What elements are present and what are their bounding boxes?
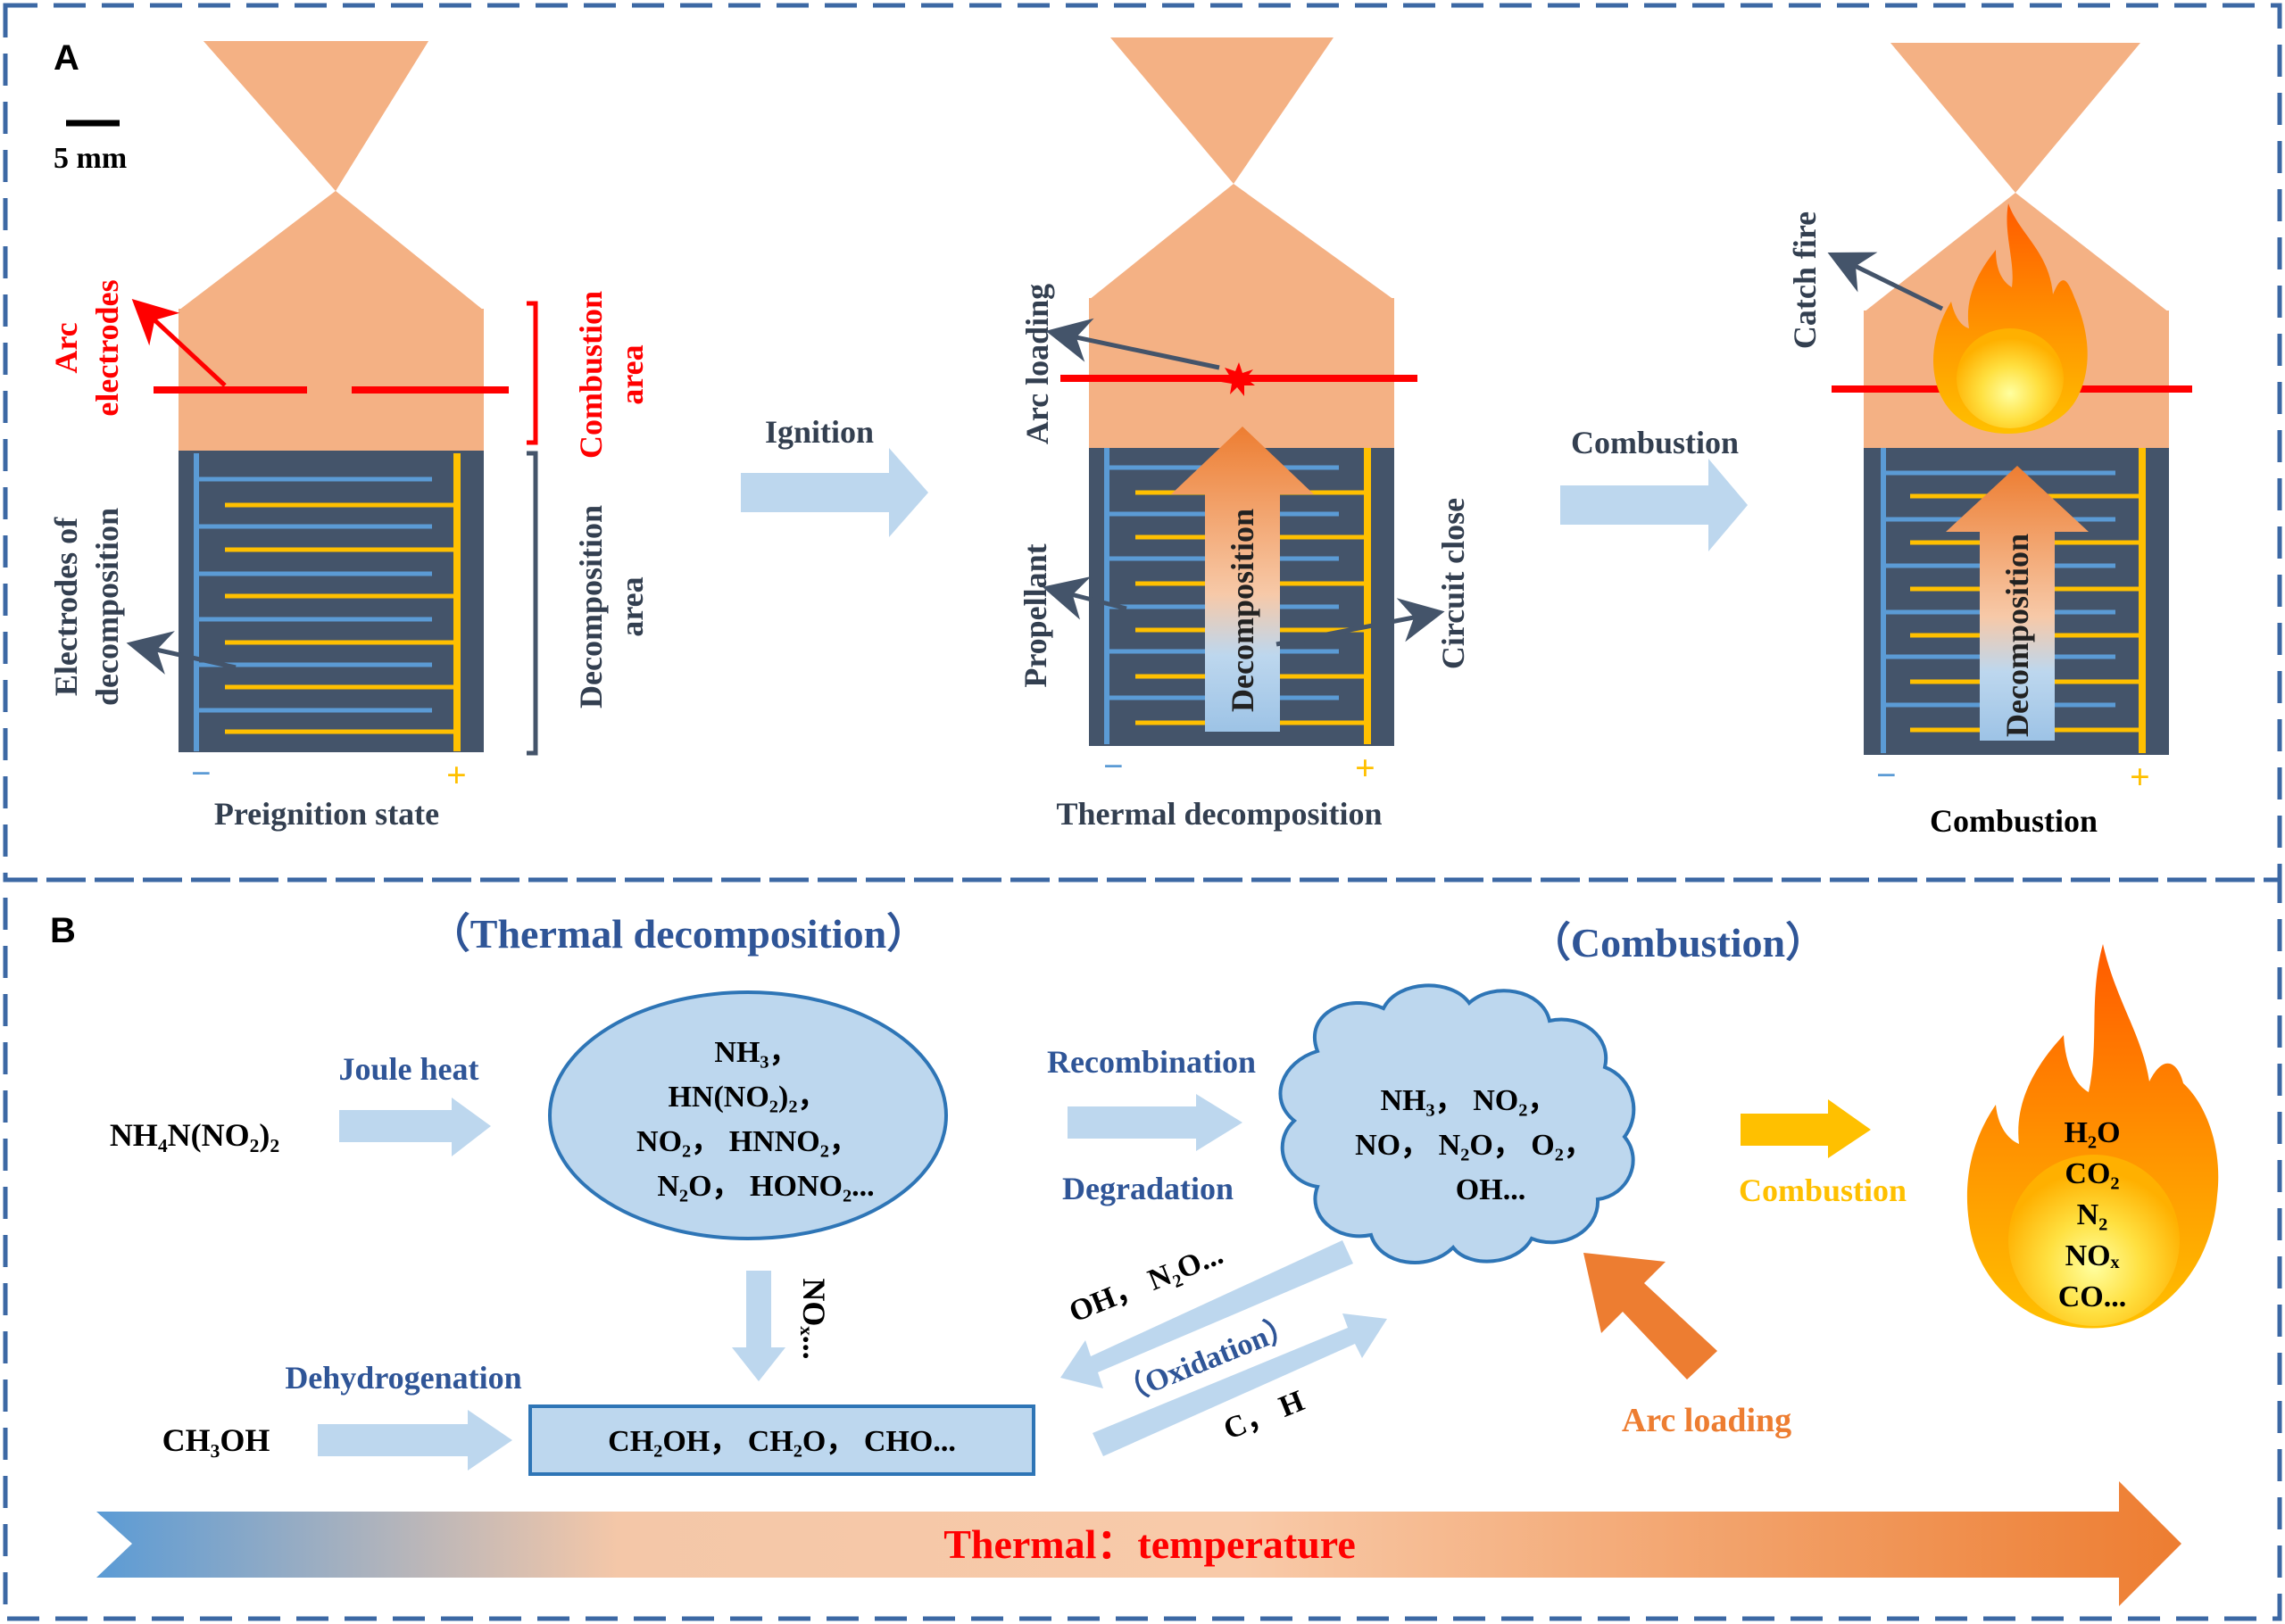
arc-loading-b-label: Arc loading <box>1622 1402 1791 1439</box>
electrodes-of-decomposition-1: Electrodes of <box>48 517 84 696</box>
combustion-arrow-label: Combustion <box>1571 425 1739 460</box>
electrodes-pointer <box>126 631 237 675</box>
propellant-label: Propellant <box>1018 543 1053 687</box>
cloud-line-2: NO， N₂O， O₂， <box>1355 1129 1594 1162</box>
combustion-intermediates-cloud <box>1278 983 1636 1264</box>
reactant-adn: NH₄N(NO₂)₂ <box>110 1117 279 1153</box>
plus-sign: + <box>2130 757 2150 797</box>
thermal-decomposition-heading: （Thermal decomposition） <box>429 911 927 957</box>
oxidation-left-arrow <box>1060 1240 1353 1388</box>
flame-product-1: H₂O <box>2064 1116 2120 1149</box>
cloud-line-1: NH₃， NO₂， <box>1381 1084 1558 1117</box>
caption-thermal-decomposition: Thermal decomposition <box>1057 796 1383 832</box>
propellant-pointer <box>1042 576 1127 620</box>
panel-b-label: B <box>50 911 76 950</box>
plus-sign: + <box>1355 748 1375 788</box>
arc-electrodes-pointer <box>131 298 227 387</box>
decomposition-arrow <box>1171 427 1314 732</box>
nox-label: NOₓ... <box>796 1278 832 1359</box>
circuit-close-label: Circuit close <box>1435 498 1471 669</box>
joule-heat-arrow <box>339 1098 491 1156</box>
oxidation-right-arrow <box>1093 1313 1387 1456</box>
recombination-arrow <box>1068 1094 1242 1151</box>
decomposition-area-label-2: area <box>614 576 650 636</box>
stage-preignition: − + Preignition state Arc electrodes Com… <box>48 41 650 832</box>
panel-a-frame <box>3 3 2282 882</box>
arc-loading-arrow <box>1583 1253 1717 1380</box>
ellipse-line-1: NH₃， <box>714 1036 799 1069</box>
arc-loading-pointer <box>1045 318 1220 370</box>
arc-electrodes-label-2: electrodes <box>89 279 125 416</box>
decomposition-label: Decomposition <box>1225 509 1260 712</box>
ellipse-line-3: NO₂， HNNO₂， <box>636 1125 860 1158</box>
combustion-area-label-1: Combustion <box>573 291 609 459</box>
flame-product-2: CO₂ <box>2065 1157 2119 1190</box>
ignition-arrow <box>741 448 928 537</box>
minus-sign: − <box>1876 755 1897 795</box>
dehydrogenation-arrow <box>318 1410 512 1471</box>
methanol-products-text: CH₂OH， CH₂O， CHO... <box>608 1425 956 1458</box>
caption-preignition: Preignition state <box>214 796 439 832</box>
minus-sign: − <box>1103 746 1124 786</box>
ignition-label: Ignition <box>765 414 874 450</box>
combustion-arrow <box>1560 459 1748 551</box>
ellipse-line-2: HN(NO₂)₂， <box>668 1081 827 1114</box>
ellipse-line-4: N₂O， HONO₂... <box>657 1170 874 1203</box>
flame-icon <box>1966 944 2219 1329</box>
combustion-yellow-arrow <box>1741 1099 1871 1158</box>
decomposition-label: Decomposition <box>1999 534 2035 737</box>
arc-electrodes-label-1: Arc <box>48 322 84 373</box>
arc-spark <box>1221 362 1255 396</box>
nox-down-arrow <box>732 1271 785 1381</box>
recombination-label: Recombination <box>1047 1044 1256 1080</box>
catch-fire-label: Catch fire <box>1787 211 1823 349</box>
electrodes-of-decomposition-2: decomposition <box>89 508 125 706</box>
minus-sign: − <box>191 753 212 793</box>
arc-loading-label: Arc loading <box>1019 284 1055 444</box>
combustion-heading: （Combustion） <box>1530 920 1826 965</box>
degradation-label: Degradation <box>1062 1171 1234 1206</box>
flame-product-5: CO... <box>2058 1280 2127 1313</box>
flame-product-4: NOₓ <box>2065 1239 2120 1272</box>
flame-product-3: N₂ <box>2077 1198 2108 1231</box>
panel-a-label: A <box>54 38 79 78</box>
combustion-area-label-2: area <box>614 344 650 404</box>
decomposition-products-ellipse <box>548 990 948 1240</box>
caption-combustion: Combustion <box>1930 803 2098 839</box>
reactant-methanol: CH₃OH <box>162 1422 270 1458</box>
combustion-product-label: Combustion <box>1739 1172 1907 1208</box>
catch-fire-pointer <box>1827 252 1944 311</box>
methanol-products-box <box>528 1404 1035 1476</box>
decomposition-area-label-1: Decomposition <box>573 505 609 708</box>
joule-heat-label: Joule heat <box>339 1051 479 1087</box>
scale-bar-label: 5 mm <box>54 142 127 175</box>
panel-b-frame <box>3 877 2282 1621</box>
stage-thermal-decomposition: Decomposition − + Thermal decomposition … <box>1018 37 1471 832</box>
thermal-temperature-bar <box>96 1481 2181 1606</box>
cloud-line-3: OH... <box>1456 1173 1525 1206</box>
dehydrogenation-label: Dehydrogenation <box>285 1360 521 1396</box>
plus-sign: + <box>446 755 467 795</box>
circuit-close-pointer <box>1275 598 1445 647</box>
decomposition-chamber <box>179 451 484 752</box>
flame-icon <box>1932 203 2088 434</box>
decomposition-arrow <box>1946 466 2089 741</box>
thermal-temperature-label: Thermal：temperature <box>943 1521 1356 1567</box>
stage-combustion: Decomposition − + Combustion Catch fire <box>1787 43 2192 839</box>
